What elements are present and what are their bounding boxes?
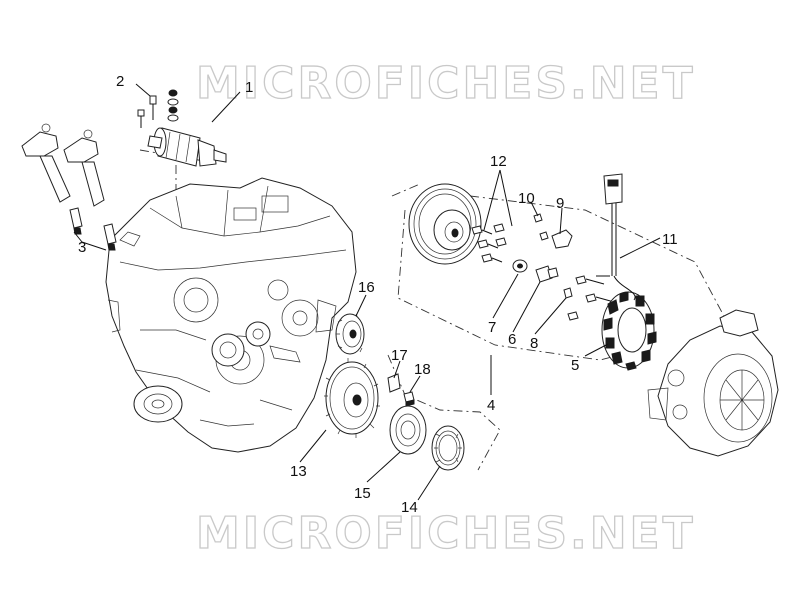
callout-1: 1 bbox=[245, 79, 253, 96]
cable-bracket bbox=[551, 229, 573, 249]
freewheel-housing bbox=[389, 405, 427, 455]
assembly-boundary-4 bbox=[391, 183, 726, 361]
starter-gear bbox=[324, 358, 380, 438]
stator-wiring-harness bbox=[596, 173, 636, 301]
lock-nut bbox=[403, 391, 415, 407]
flywheel-rotor bbox=[408, 183, 482, 265]
callout-17: 17 bbox=[391, 347, 408, 364]
leader-lines bbox=[73, 83, 661, 501]
callout-5: 5 bbox=[571, 357, 579, 374]
starter-motor bbox=[147, 127, 227, 167]
callout-7: 7 bbox=[488, 319, 496, 336]
callout-6: 6 bbox=[508, 331, 516, 348]
starter-bolts bbox=[137, 89, 179, 128]
bracket-screws bbox=[533, 213, 549, 241]
stator-coil bbox=[601, 291, 657, 371]
callout-16: 16 bbox=[358, 279, 375, 296]
callout-11: 11 bbox=[662, 231, 678, 248]
callout-14: 14 bbox=[401, 499, 418, 516]
engine-block bbox=[105, 177, 357, 453]
callout-9: 9 bbox=[556, 195, 564, 212]
rotor-bolts bbox=[471, 223, 507, 263]
callout-15: 15 bbox=[354, 485, 371, 502]
callout-8: 8 bbox=[530, 335, 538, 352]
flange-nut bbox=[535, 265, 559, 283]
callout-10: 10 bbox=[518, 190, 535, 207]
spark-plugs bbox=[69, 207, 117, 251]
callout-13: 13 bbox=[290, 463, 307, 480]
idler-gear bbox=[335, 313, 365, 355]
ignition-coils bbox=[21, 123, 105, 207]
callout-4: 4 bbox=[487, 397, 495, 414]
callout-2: 2 bbox=[116, 73, 124, 90]
callout-labels: 1 2 3 4 5 6 7 8 9 10 11 12 13 14 15 16 1… bbox=[78, 73, 678, 516]
alternator-cover bbox=[647, 309, 779, 457]
callout-18: 18 bbox=[414, 361, 431, 378]
watermark-top: MICROFICHES.NET bbox=[196, 58, 696, 109]
freewheel-clutch bbox=[431, 425, 465, 471]
watermark-bottom: MICROFICHES.NET bbox=[196, 508, 696, 559]
starter-boundary bbox=[139, 149, 211, 190]
gear-group-boundary bbox=[387, 354, 501, 471]
callout-12: 12 bbox=[490, 153, 507, 170]
dowel-pin bbox=[563, 287, 573, 299]
callout-3: 3 bbox=[78, 239, 86, 256]
